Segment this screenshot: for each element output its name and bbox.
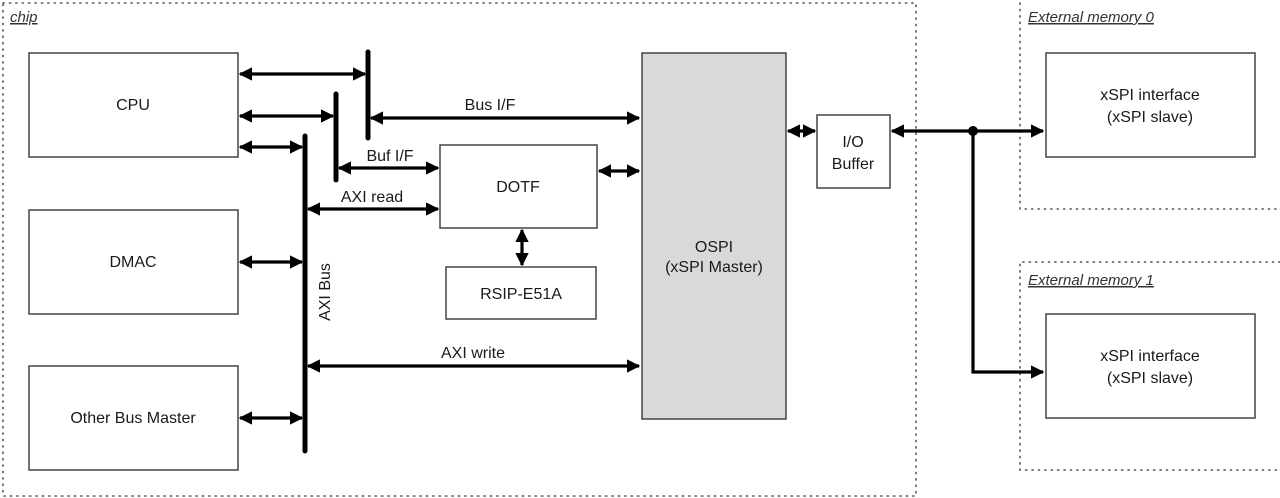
external-memory-0-label: External memory 0 — [1028, 9, 1155, 26]
xspi-slave-0-block: xSPI interface (xSPI slave) — [1045, 52, 1256, 158]
rsip-block: RSIP-E51A — [445, 266, 597, 320]
xspi-slave-1-sublabel: (xSPI slave) — [1107, 370, 1193, 387]
ospi-label: OSPI — [695, 239, 733, 256]
ospi-block: OSPI (xSPI Master) — [641, 52, 787, 420]
xspi-slave-0-label: xSPI interface — [1100, 87, 1200, 104]
io-buffer-sublabel: Buffer — [832, 156, 875, 173]
io-buffer-label: I/O — [842, 134, 863, 151]
xspi-slave-0-sublabel: (xSPI slave) — [1107, 109, 1193, 126]
external-memory-1-label: External memory 1 — [1028, 272, 1154, 289]
xspi-slave-1-label: xSPI interface — [1100, 348, 1200, 365]
chip-region-label: chip — [10, 9, 38, 26]
bus-if-label: Bus I/F — [465, 97, 516, 114]
other-bus-master-label: Other Bus Master — [70, 410, 196, 427]
axi-bus-label: AXI Bus — [317, 263, 334, 321]
xspi-slave-1-block: xSPI interface (xSPI slave) — [1045, 313, 1256, 419]
cpu-block: CPU — [28, 52, 239, 158]
axi-write-label: AXI write — [441, 345, 505, 362]
chip-region — [2, 2, 917, 497]
dmac-block: DMAC — [28, 209, 239, 315]
bus-junction-dot — [968, 126, 978, 136]
dotf-block: DOTF — [439, 144, 598, 229]
io-buffer-block: I/O Buffer — [816, 114, 891, 189]
other-bus-master-block: Other Bus Master — [28, 365, 239, 471]
junction-to-xspi1-arrow — [971, 131, 1045, 379]
external-memory-1-region — [1019, 261, 1280, 471]
dotf-label: DOTF — [496, 179, 540, 196]
rsip-label: RSIP-E51A — [480, 286, 562, 303]
ospi-sublabel: (xSPI Master) — [665, 259, 763, 276]
cpu-label: CPU — [116, 97, 150, 114]
dmac-label: DMAC — [109, 254, 156, 271]
external-memory-0-region — [1019, 2, 1280, 210]
axi-read-label: AXI read — [341, 189, 403, 206]
buf-if-label: Buf I/F — [366, 148, 413, 165]
